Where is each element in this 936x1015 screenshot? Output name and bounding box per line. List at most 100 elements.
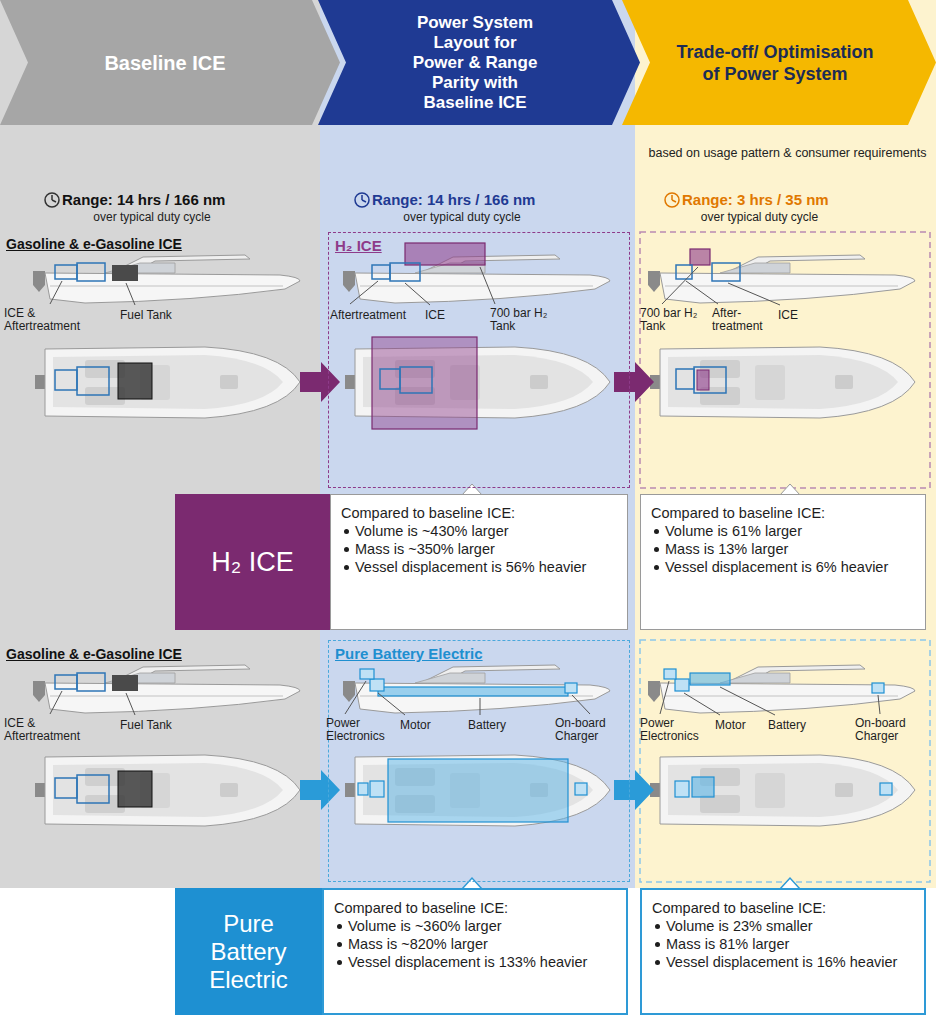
illustration-part [52, 195, 56, 202]
illustration-part [77, 263, 105, 281]
range-note: over typical duty cycle [62, 210, 242, 225]
illustration-part [118, 363, 152, 399]
range-note: over typical duty cycle [682, 210, 837, 225]
illustration-part [575, 783, 587, 795]
boat-side [648, 665, 915, 713]
illustration-part [50, 691, 62, 714]
battery-components [358, 669, 587, 822]
part-label: 700 bar H₂ Tank [490, 307, 565, 333]
boat-side [343, 665, 610, 713]
illustration-part [400, 367, 432, 393]
illustration-part [480, 267, 495, 304]
illustration-part [664, 669, 676, 679]
node-content: Compared to baseline ICE:Volume is 23% s… [642, 890, 924, 1013]
callout-bullet: Mass is 13% larger [651, 540, 915, 558]
illustration-part [355, 193, 369, 207]
parity-column [320, 0, 635, 888]
illustration-part [350, 281, 378, 304]
chevron-fill [0, 0, 340, 125]
node-content: Trade-off/ Optimisation of Power System [622, 0, 936, 125]
illustration-part [360, 669, 374, 679]
tradeoff-column [635, 0, 936, 888]
illustration-part [672, 195, 676, 202]
part-label: ICE [425, 309, 445, 322]
node-content: Compared to baseline ICE:Volume is ~360%… [324, 890, 626, 1013]
stage-chevron: Trade-off/ Optimisation of Power System [622, 0, 936, 125]
illustration-part [370, 679, 384, 691]
baseline-column [0, 0, 320, 888]
illustration-part [112, 265, 138, 281]
illustration-part [55, 778, 77, 798]
illustration-part [390, 263, 420, 281]
part-label: ICE & Aftertreatment [4, 307, 96, 333]
chevron-fill [622, 0, 936, 125]
part-label: On-board Charger [855, 717, 925, 743]
chevron-shape [622, 0, 936, 125]
illustration-part [694, 367, 726, 393]
range-text: Range: 3 hrs / 35 nm [682, 191, 829, 209]
comparison-callout: Compared to baseline ICE:Volume is ~430%… [330, 494, 628, 630]
range-text: Range: 14 hrs / 166 nm [372, 191, 535, 209]
illustration-part [728, 283, 780, 305]
part-label: ICE & Aftertreatment [4, 717, 96, 743]
callout-bullet: Vessel displacement is 56% heavier [341, 558, 617, 576]
node-text: Power System Layout for Power & Range Pa… [406, 13, 544, 113]
dashed-region [640, 640, 930, 882]
illustration-part [362, 195, 366, 202]
flow-arrow [614, 770, 654, 810]
illustration-part [345, 681, 366, 714]
part-label: 700 bar H₂ Tank [640, 307, 706, 333]
part-label: Power Electronics [640, 717, 710, 743]
node-content: H₂ ICE [175, 494, 330, 630]
illustration-part [675, 679, 689, 691]
illustration-part [676, 369, 694, 389]
option-label-box: Pure Battery Electric [175, 888, 322, 1015]
comparison-callout: Compared to baseline ICE:Volume is 61% l… [640, 494, 926, 630]
illustration-part [690, 673, 730, 685]
node-text: Pure Battery Electric [183, 910, 314, 994]
chevron-fill [318, 0, 640, 125]
illustration-part [675, 781, 689, 797]
illustration-part [112, 675, 138, 691]
illustration-part [378, 687, 568, 696]
illustration-part [55, 265, 77, 279]
range-text: Range: 14 hrs / 166 nm [62, 191, 225, 209]
boat-side [648, 255, 915, 303]
callout-bullet: Vessel displacement is 133% heavier [334, 953, 616, 971]
node-content: Pure Battery Electric [175, 888, 322, 1015]
illustration-part [77, 367, 109, 395]
node-content: Baseline ICE [0, 0, 340, 125]
illustration-part [405, 243, 485, 265]
illustration-part [712, 263, 740, 281]
boat-top [345, 755, 610, 826]
illustration-part [690, 249, 710, 265]
boat-top [35, 755, 300, 826]
stage-chevron: Baseline ICE [0, 0, 340, 125]
illustration-part [126, 283, 135, 305]
callout-bullet: Volume is 61% larger [651, 522, 915, 540]
option-region: H₂ ICE [328, 232, 630, 488]
option-region: Pure Battery Electric [328, 640, 630, 882]
node-content: Compared to baseline ICE:Volume is ~430%… [331, 495, 627, 629]
node-text: Baseline ICE [104, 51, 225, 75]
stage-chevron: Power System Layout for Power & Range Pa… [318, 0, 640, 125]
illustration-part [684, 693, 720, 715]
callout-bullet: Mass is 81% larger [652, 935, 914, 953]
part-label: Aftertreatment [330, 309, 406, 322]
node-content: Power System Layout for Power & Range Pa… [318, 0, 640, 125]
boat-top [650, 347, 915, 418]
comparison-callout: Compared to baseline ICE:Volume is ~360%… [322, 888, 628, 1015]
illustration-part [676, 265, 692, 279]
illustration-part [370, 781, 384, 797]
illustration-part [480, 698, 481, 715]
illustration-part [45, 193, 59, 207]
node-text: H₂ ICE [335, 237, 382, 255]
illustration-part [55, 675, 77, 689]
node-content: H₂ ICE [329, 233, 629, 487]
node-text: H₂ ICE [211, 547, 294, 578]
illustration-part [118, 771, 152, 807]
callout-bullet: Volume is 23% smaller [652, 917, 914, 935]
illustration-part [50, 281, 62, 304]
illustration-part [372, 337, 477, 429]
